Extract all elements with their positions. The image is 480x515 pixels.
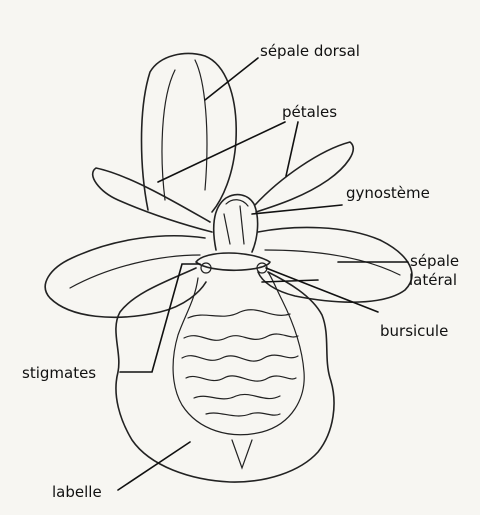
- speculum-pattern: [182, 310, 298, 416]
- gynostemium-shape: [214, 195, 258, 252]
- label-gynosteme: gynostème: [346, 184, 430, 202]
- label-sepale-dorsal: sépale dorsal: [260, 42, 360, 60]
- dorsal-sepal-vein: [162, 60, 207, 200]
- labellum-shape: [116, 268, 334, 482]
- label-labelle: labelle: [52, 483, 102, 501]
- leader-petales-right: [286, 122, 298, 176]
- dorsal-sepal-shape: [142, 54, 237, 212]
- label-sepale-lateral-1: sépale: [410, 252, 459, 270]
- labellum-tip: [232, 440, 252, 468]
- label-stigmates: stigmates: [22, 364, 96, 382]
- label-petales: pétales: [282, 103, 337, 121]
- leader-petales-left: [158, 122, 285, 182]
- label-sepale-lateral-2: latéral: [409, 271, 457, 289]
- gynostemium-detail: [224, 200, 248, 244]
- leader-bursicule-2: [262, 280, 318, 282]
- left-petal-shape: [93, 168, 212, 232]
- label-bursicule: bursicule: [380, 322, 448, 340]
- right-petal-shape: [255, 142, 353, 212]
- leader-labelle: [118, 442, 190, 490]
- right-lateral-sepal-shape: [258, 227, 412, 302]
- stigma-cavity-shape: [196, 253, 270, 270]
- leader-bursicule: [266, 268, 378, 312]
